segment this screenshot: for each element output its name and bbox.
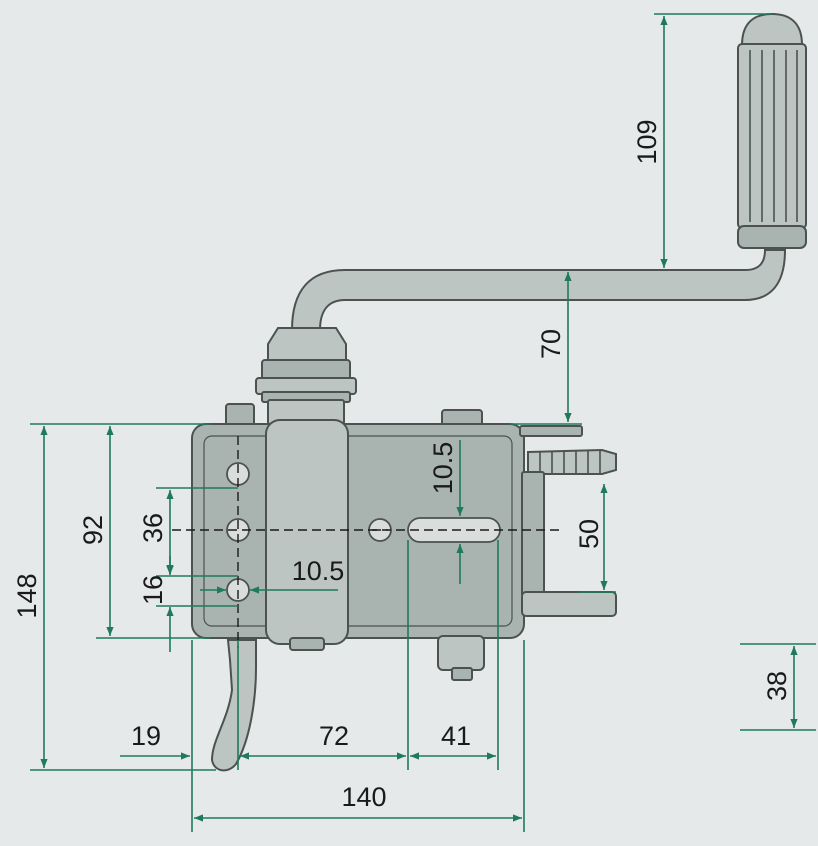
dim-crank-offset: 70 — [536, 329, 566, 359]
release-lever — [210, 639, 257, 772]
dim-total-height: 148 — [12, 573, 42, 618]
winch-assembly — [172, 12, 807, 772]
top-left-nut — [225, 403, 255, 427]
drum-channel — [265, 419, 349, 645]
dim-hole-spacing-upper: 36 — [138, 513, 168, 543]
handle-grip — [737, 12, 807, 249]
drum-foot — [289, 637, 325, 651]
dim-slot-width: 41 — [441, 721, 471, 751]
dimension-lines — [30, 13, 816, 832]
dim-handle-height: 109 — [632, 119, 662, 164]
right-bracket — [519, 425, 617, 617]
dim-hole-slot: 10.5 — [428, 442, 458, 495]
bottom-bolt — [437, 635, 485, 681]
shaft-collar — [255, 327, 357, 425]
dim-total-width: 140 — [341, 782, 386, 812]
dim-hole-spacing-lower: 16 — [138, 575, 168, 605]
dim-edge-offset: 19 — [131, 721, 161, 751]
body-inner — [203, 435, 513, 627]
dim-hole-to-slot: 72 — [319, 721, 349, 751]
dim-base-height: 38 — [762, 671, 792, 701]
dim-body-height: 92 — [78, 515, 108, 545]
crank-arm — [290, 249, 787, 331]
dimension-labels: 109 70 10.5 50 38 148 92 36 16 10.5 19 7… — [12, 119, 792, 812]
dim-hole-diameter: 10.5 — [292, 556, 345, 586]
dim-bracket-spacing: 50 — [574, 519, 604, 549]
